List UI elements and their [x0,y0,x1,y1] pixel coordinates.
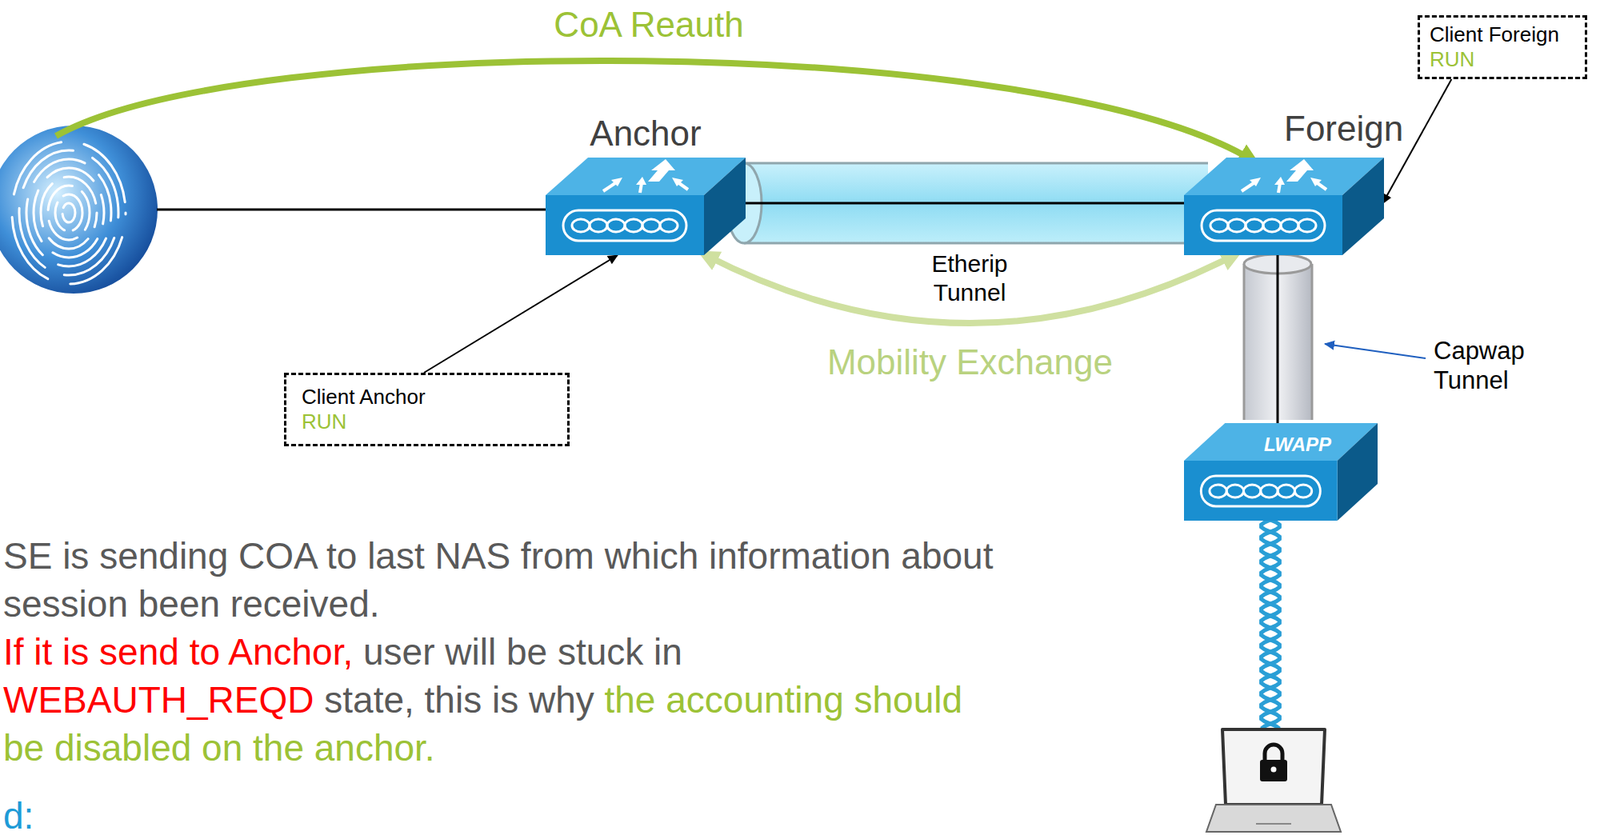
fingerprint-ridge [26,159,112,267]
fingerprint-ridge [55,194,83,232]
note-text: state, this is why [324,679,594,721]
node-label: Client Foreign [1429,22,1576,48]
tunnel-label: Etherip Tunnel [917,249,1022,308]
etherip-tunnel [744,163,1208,244]
twisted-cable [1261,520,1280,729]
note-text: d: [3,796,34,836]
note-text: SE is sending COA to last NAS from which… [3,535,993,625]
fingerprint-ridge [40,176,97,249]
fingerprint-ridge [62,203,76,223]
fingerprint-ridge [33,168,104,258]
note-paragraph: If it is send to Anchor, user will be st… [3,628,1004,772]
note-text: user will be stuck in [363,631,683,673]
note-text: WEBAUTH_REQD [3,679,314,721]
laptop-screen [1222,729,1325,805]
node-label: Foreign [1284,108,1404,149]
device-icon [545,157,746,256]
node-label: Client Anchor [301,384,552,410]
leader-line [1324,344,1426,359]
switch-node: Anchor [545,118,746,256]
tunnel-core [1276,248,1280,428]
device-icon [1184,157,1384,256]
cable-strand [1261,520,1280,729]
fingerprint-ridge [19,150,119,276]
state-label: RUN [301,409,552,435]
tunnel-edge [1311,264,1314,420]
laptop-trackpad [1256,823,1292,825]
node-label: LWAPP [1264,433,1332,456]
fingerprint-ridge [12,141,126,284]
fingerprint-ridge [48,185,90,240]
switch-node: Foreign [1184,112,1456,256]
ise-link [156,208,560,212]
note-block: SE is sending COA to last NAS from which… [3,532,1004,772]
cable-strand [1261,520,1280,729]
note-paragraph: SE is sending COA to last NAS from which… [3,532,1004,628]
leader-arrow [424,255,618,373]
arc-label: CoA Reauth [488,4,809,45]
edge-label: Mobility Exchange [822,342,1118,383]
lock-body [1260,760,1288,782]
tunnel-core [744,202,1200,205]
access-point: LWAPP [1184,423,1378,521]
ise-globe [0,125,158,294]
note-text: If it is send to Anchor, [3,631,353,673]
laptop-base [1206,804,1341,832]
state-label: RUN [1429,47,1576,72]
client-state-box: Client AnchorRUN [284,372,570,447]
tunnel-edge [744,162,1208,165]
lock-keyhole [1271,767,1277,773]
lock-shackle [1264,744,1283,762]
tunnel-label: Capwap Tunnel [1433,336,1546,396]
tunnel-edge [1243,264,1246,420]
tunnel-edge [744,242,1208,245]
coa-arc [56,60,1252,160]
node-label: Anchor [545,113,746,154]
client-state-box: Client ForeignRUN [1417,15,1588,80]
fingerprint [12,141,126,284]
